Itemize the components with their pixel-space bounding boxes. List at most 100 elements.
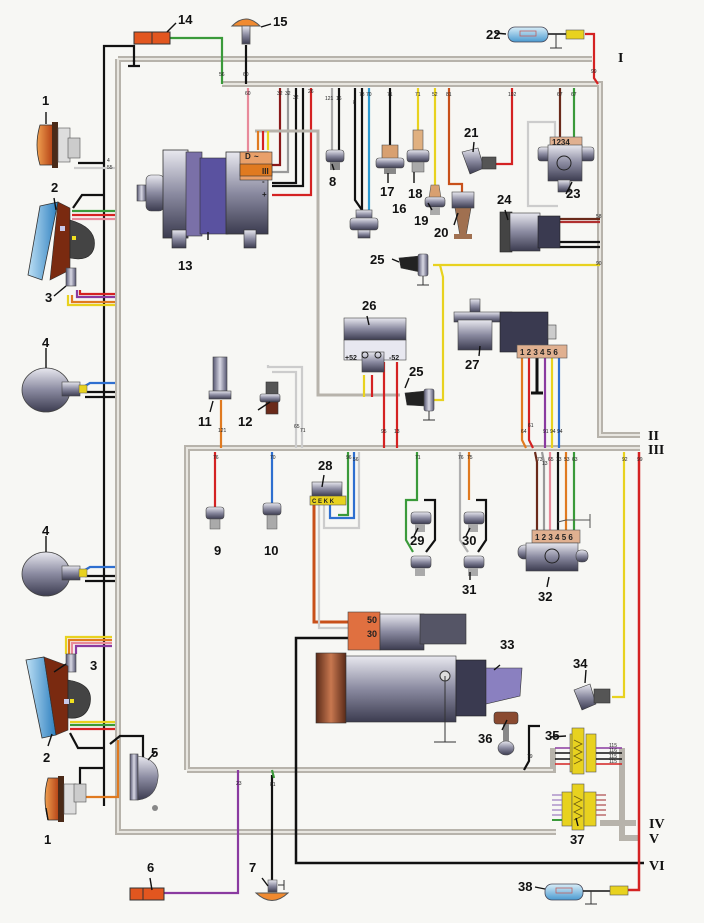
wire-yellow-3b xyxy=(64,635,112,654)
component-12-switch xyxy=(259,381,281,415)
wire-orange-64 xyxy=(520,358,527,449)
callout-4-top: 4 xyxy=(42,335,50,350)
alternator-terminal-ac: ~ xyxy=(254,152,259,161)
callout-22: 22 xyxy=(486,27,500,42)
wire-label: 115 xyxy=(609,743,617,749)
wire-label: 52 xyxy=(432,92,438,98)
harness-label-II: II xyxy=(648,429,659,444)
starter-terminal-50: 50 xyxy=(367,615,377,625)
wire-label: 65 xyxy=(548,457,554,463)
callout-18: 18 xyxy=(408,186,422,201)
wire-label: 90 xyxy=(596,261,602,267)
callout-7: 7 xyxy=(249,860,256,875)
wire-red-99 xyxy=(585,32,599,85)
harness-inner-lines xyxy=(117,58,640,833)
harness-label-III: III xyxy=(648,443,664,458)
relay32-pins: 1 2 3 4 5 6 xyxy=(535,533,573,542)
component-35-connector xyxy=(555,727,622,775)
callout-12: 12 xyxy=(238,414,252,429)
wire-label: 8 xyxy=(353,100,356,106)
wire-label: 13 xyxy=(542,461,548,467)
callout-33: 33 xyxy=(500,637,514,652)
motor27-pins: 1 2 3 4 5 6 xyxy=(520,348,558,357)
harness-II xyxy=(222,81,640,438)
wire-label: 16 xyxy=(336,96,342,102)
wire-black-2a xyxy=(72,193,104,209)
wire-label: 53 xyxy=(564,457,570,463)
component-10-temperature-sensor xyxy=(262,502,282,530)
wire-label: 94 xyxy=(550,429,556,435)
wire-violet-3b xyxy=(74,644,112,654)
wire-label: 63 xyxy=(572,457,578,463)
wire-label: 73 xyxy=(359,92,365,98)
wire-label: 56 xyxy=(219,72,225,78)
wire-black-4b xyxy=(85,574,115,583)
wire-label: 64 xyxy=(521,429,527,435)
wire-black-4a xyxy=(85,390,115,399)
callout-23: 23 xyxy=(566,186,580,201)
callout-28: 28 xyxy=(318,458,332,473)
callout-1-bottom: 1 xyxy=(44,832,51,847)
alternator-terminal-d: D xyxy=(245,152,251,161)
wire-label: 32 xyxy=(285,91,291,97)
wire-black-32b xyxy=(272,88,305,188)
callout-11: 11 xyxy=(198,414,212,429)
wire-label: 81 xyxy=(270,782,276,788)
callout-17: 17 xyxy=(380,184,394,199)
wire-yellow-3a xyxy=(66,295,115,307)
wire-darkred-32 xyxy=(272,88,282,167)
callout-3-top: 3 xyxy=(45,290,52,305)
wire-grey-loop xyxy=(255,129,400,397)
wire-black-36 xyxy=(523,724,540,771)
wire-red-3a xyxy=(78,290,115,296)
relay23-pins: 1234 xyxy=(552,138,570,147)
component-30-sensor-pair xyxy=(463,511,485,532)
callout-36: 36 xyxy=(478,731,492,746)
component-37-connector xyxy=(552,783,606,831)
wire-label: 56 xyxy=(353,457,359,463)
harness-label-I: I xyxy=(618,51,623,66)
harness-label-V: V xyxy=(649,832,659,847)
wire-blue-4a xyxy=(84,381,115,387)
callout-21: 21 xyxy=(464,125,478,140)
callout-numbers: 14 15 22 1 2 3 4 4 3 2 1 5 6 7 8 13 17 1… xyxy=(42,12,588,894)
component-25-brake-fluid-sensor-bottom xyxy=(404,388,435,421)
component-33-starter: 50 30 xyxy=(315,611,523,743)
wire-label: 115 xyxy=(609,754,617,760)
wire-label: 99 xyxy=(637,457,643,463)
wire-black-1b xyxy=(78,766,104,785)
wire-label: 32 xyxy=(293,95,299,101)
wire-green-71 xyxy=(404,452,419,553)
wire-black-30b xyxy=(476,498,488,553)
callout-30: 30 xyxy=(462,533,476,548)
wire-red-102 xyxy=(495,88,514,166)
wire-label: 4 xyxy=(107,158,110,164)
wire-label: 102 xyxy=(508,92,517,98)
wire-label: 76 xyxy=(213,455,219,461)
wire-white-12b xyxy=(272,370,298,448)
component-21-washer-pump xyxy=(461,147,497,175)
wire-labels: 56 60 60 32 32 32 26 121 16 8 73 70 71 7… xyxy=(107,69,643,788)
wire-label: 79 xyxy=(527,754,533,760)
wire-black-32 xyxy=(272,88,298,185)
wire-grey-32 xyxy=(272,88,290,174)
component-38-fuse-holder xyxy=(544,883,629,905)
wire-label: 71 xyxy=(415,455,421,461)
callout-20: 20 xyxy=(434,225,448,240)
callout-25-bottom: 25 xyxy=(409,364,423,379)
callout-24: 24 xyxy=(497,192,512,207)
wire-yellow-25-down xyxy=(433,264,445,402)
component-11-sensor xyxy=(208,356,232,400)
component-20-fluid-level-sensor xyxy=(451,191,475,239)
component-3-leveling-actuator-bottom xyxy=(65,653,77,673)
wire-ground-27 xyxy=(531,358,543,395)
wire-grey-13 xyxy=(540,451,546,532)
wire-white-28 xyxy=(322,452,361,530)
regulator-pin-plus52: +52 xyxy=(345,355,357,362)
wire-blue-4b xyxy=(84,565,115,571)
wire-label: 94 xyxy=(557,429,563,435)
callout-5: 5 xyxy=(151,745,158,760)
callout-10: 10 xyxy=(264,543,278,558)
callout-27: 27 xyxy=(465,357,479,372)
